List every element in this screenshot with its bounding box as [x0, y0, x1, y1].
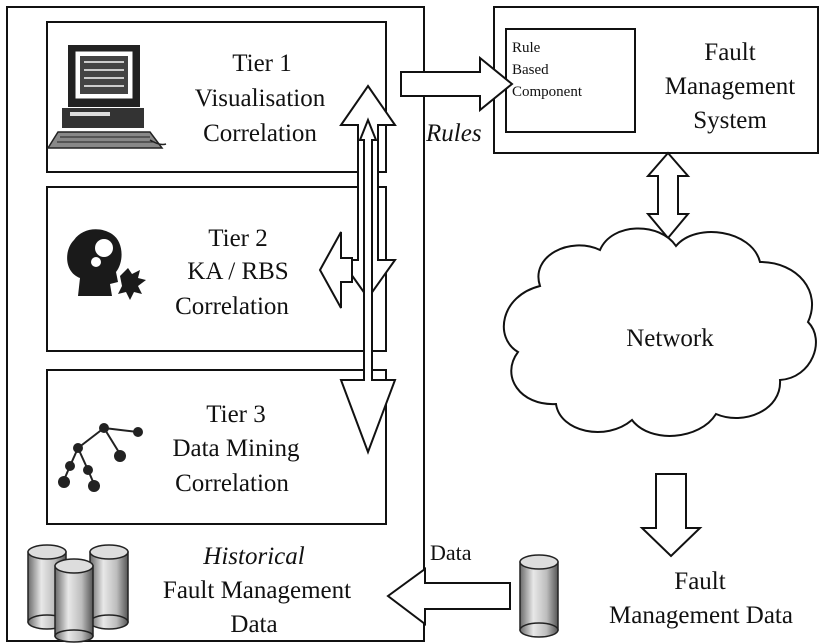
data-label: Data	[430, 540, 472, 565]
rules-label: Rules	[426, 120, 482, 147]
left-container	[6, 6, 425, 642]
rule-component-line1: Rule	[512, 40, 541, 56]
tier1-box	[46, 21, 387, 173]
fault-data-line1: Fault	[674, 568, 726, 595]
historical-line3: Data	[230, 611, 278, 638]
computer-icon	[46, 45, 167, 149]
tier3-box	[46, 369, 387, 525]
rule-component-line2: Based	[512, 62, 549, 78]
fault-data-cylinder-icon	[519, 554, 559, 638]
historical-database-icon	[27, 544, 129, 643]
arrow-to-tier2	[318, 231, 353, 309]
arrow-tier1-tier3	[339, 117, 397, 455]
tier3-line2: Correlation	[175, 470, 289, 497]
fms-line1: Fault	[704, 39, 756, 66]
network-label: Network	[626, 325, 714, 352]
rule-component-line3: Component	[512, 84, 582, 100]
tier2-line2: Correlation	[175, 293, 289, 320]
network-cloud	[502, 227, 817, 437]
fault-data-line2: Management Data	[609, 602, 793, 629]
tier1-line1: Visualisation	[194, 85, 326, 112]
tier2-title: Tier 2	[208, 225, 268, 252]
fms-line3: System	[693, 107, 767, 134]
tier3-line1: Data Mining	[172, 435, 300, 462]
tier1-line2: Correlation	[203, 120, 317, 147]
arrow-data-to-historical	[386, 567, 511, 627]
tier2-line1: KA / RBS	[187, 258, 289, 285]
historical-line2: Fault Management	[162, 577, 352, 604]
head-icon	[67, 229, 146, 300]
arrow-fms-network	[645, 151, 691, 240]
tree-icon	[63, 427, 139, 485]
tree-nodes	[58, 423, 143, 492]
fms-line2: Management	[664, 73, 796, 100]
arrow-network-to-data	[639, 473, 703, 558]
tier1-title: Tier 1	[232, 50, 292, 77]
arrow-tier1-to-fms	[400, 55, 514, 113]
historical-line1: Historical	[203, 543, 305, 570]
tier3-title: Tier 3	[206, 401, 266, 428]
